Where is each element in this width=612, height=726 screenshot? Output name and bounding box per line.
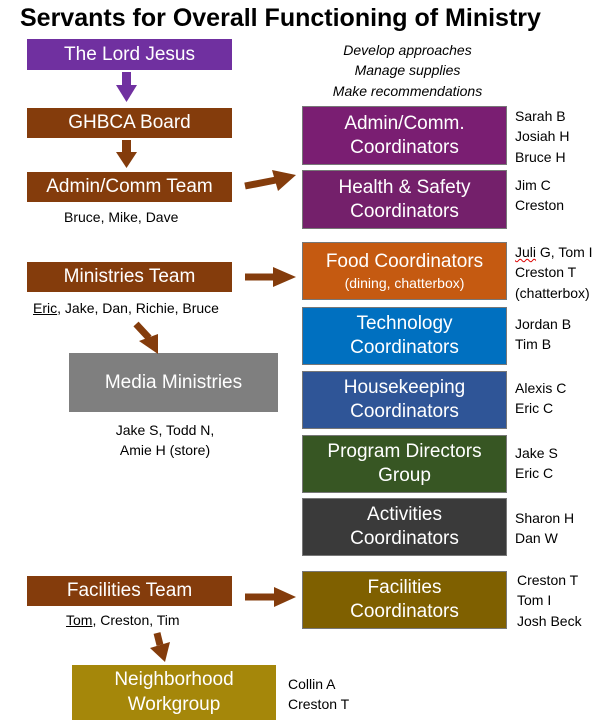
housekeeping-coordinators-box: Housekeeping Coordinators	[302, 371, 507, 429]
lord-jesus-label: The Lord Jesus	[64, 43, 195, 65]
food-coordinators-line: Food Coordinators	[325, 251, 484, 273]
admin-coordinators-line: Coordinators	[350, 136, 459, 158]
ministries-team-box: Ministries Team	[27, 262, 232, 292]
house-coordinators-members: Alexis C Eric C	[515, 378, 566, 419]
note-line: Manage supplies	[354, 62, 461, 79]
arrow-lord-to-board	[116, 72, 137, 102]
responsibility-notes: Develop approaches Manage supplies Make …	[300, 40, 515, 101]
member: Josh Beck	[517, 612, 582, 629]
admin-team-label: Admin/Comm Team	[46, 176, 213, 198]
ministries-team-label: Ministries Team	[63, 266, 196, 288]
program-line: Program Directors	[327, 441, 482, 463]
member: Sarah B	[515, 108, 566, 124]
admin-team-box: Admin/Comm Team	[27, 172, 232, 202]
neighborhood-member: Creston T	[288, 696, 350, 713]
activities-coordinators-members: Sharon H Dan W	[515, 508, 574, 549]
member: Jake S	[515, 445, 558, 461]
admin-coordinators-box: Admin/Comm. Coordinators	[302, 106, 507, 165]
board-box: GHBCA Board	[27, 108, 232, 138]
note-line: Develop approaches	[343, 42, 472, 58]
house-coordinators-line: Coordinators	[350, 401, 459, 422]
member: Tom I	[517, 592, 552, 609]
member: Bruce H	[515, 148, 566, 165]
facilities-coordinators-line: Facilities	[367, 577, 442, 599]
facilities-team-box: Facilities Team	[27, 576, 232, 606]
member: Creston	[515, 197, 565, 214]
activities-line: Coordinators	[350, 528, 459, 549]
member: Tim B	[515, 336, 552, 353]
member: Creston T	[515, 264, 577, 281]
program-line: Group	[378, 465, 431, 486]
board-label: GHBCA Board	[68, 112, 191, 134]
member: Eric C	[515, 400, 554, 417]
facilities-team-label: Facilities Team	[66, 580, 193, 602]
member: Juli G, Tom I	[515, 242, 593, 262]
program-directors-members: Jake S Eric C	[515, 443, 558, 484]
member: (chatterbox)	[515, 284, 590, 301]
member-juli: Juli	[515, 244, 537, 260]
admin-coordinators-line: Admin/Comm.	[344, 112, 465, 134]
facilities-team-others: , Creston, Tim	[92, 612, 180, 628]
neighborhood-members: Collin A Creston T	[288, 674, 349, 715]
ministries-team-lead: Eric	[33, 300, 58, 316]
neighborhood-member: Collin A	[288, 676, 336, 692]
member-rest: G, Tom I	[536, 244, 593, 260]
admin-team-members: Bruce, Mike, Dave	[64, 209, 179, 225]
arrow-ministries-to-food	[245, 267, 296, 287]
media-ministries-label: Media Ministries	[104, 371, 243, 393]
member: Creston T	[517, 572, 579, 588]
activities-line: Activities	[367, 504, 442, 526]
arrow-facilities-to-neighborhood	[150, 632, 170, 662]
ministries-team-others: , Jake, Dan, Richie, Bruce	[57, 300, 219, 316]
health-coordinators-members: Jim C Creston	[515, 175, 564, 216]
page-title: Servants for Overall Functioning of Mini…	[20, 4, 541, 32]
ministries-team-members: Eric, Jake, Dan, Richie, Bruce	[33, 298, 219, 318]
tech-coordinators-line: Coordinators	[350, 337, 459, 358]
tech-coordinators-line: Technology	[356, 313, 453, 335]
member: Eric C	[515, 465, 554, 482]
tech-coordinators-members: Jordan B Tim B	[515, 314, 571, 355]
arrow-facilities-to-coordinators	[245, 587, 296, 607]
neighborhood-label-line: Neighborhood	[114, 668, 234, 690]
arrow-admin-to-coordinators	[244, 170, 296, 191]
program-directors-box: Program Directors Group	[302, 435, 507, 493]
media-ministries-box: Media Ministries	[69, 353, 278, 412]
member: Sharon H	[515, 510, 575, 526]
arrow-ministries-to-media	[133, 321, 158, 354]
facilities-team-members: Tom, Creston, Tim	[66, 610, 180, 630]
health-coordinators-line: Health & Safety	[338, 176, 471, 198]
member: Alexis C	[515, 380, 567, 396]
member: Dan W	[515, 530, 558, 547]
house-coordinators-line: Housekeeping	[343, 377, 466, 399]
facilities-team-lead: Tom	[66, 612, 93, 628]
health-safety-coordinators-box: Health & Safety Coordinators	[302, 170, 507, 229]
member: Jordan B	[515, 316, 572, 332]
neighborhood-workgroup-box: Neighborhood Workgroup	[72, 665, 276, 720]
member: Josiah H	[515, 128, 570, 145]
lord-jesus-box: The Lord Jesus	[27, 39, 232, 70]
arrow-board-to-admin	[116, 140, 137, 168]
health-coordinators-line: Coordinators	[350, 200, 459, 222]
facilities-coordinators-members: Creston T Tom I Josh Beck	[517, 570, 582, 631]
note-line: Make recommendations	[332, 82, 483, 99]
activities-coordinators-box: Activities Coordinators	[302, 498, 507, 556]
admin-coordinators-members: Sarah B Josiah H Bruce H	[515, 106, 569, 167]
member: Jim C	[515, 177, 551, 193]
technology-coordinators-box: Technology Coordinators	[302, 307, 507, 365]
media-members: Jake S, Todd N, Amie H (store)	[100, 420, 230, 461]
media-member-line: Jake S, Todd N,	[115, 422, 215, 438]
facilities-coordinators-box: Facilities Coordinators	[302, 571, 507, 629]
food-coordinators-sub: (dining, chatterbox)	[344, 274, 465, 291]
food-coordinators-box: Food Coordinators (dining, chatterbox)	[302, 242, 507, 300]
neighborhood-label-line: Workgroup	[127, 693, 221, 715]
media-member-line: Amie H (store)	[119, 442, 211, 459]
facilities-coordinators-line: Coordinators	[350, 601, 459, 622]
food-coordinators-members: Juli G, Tom I Creston T (chatterbox)	[515, 242, 593, 303]
